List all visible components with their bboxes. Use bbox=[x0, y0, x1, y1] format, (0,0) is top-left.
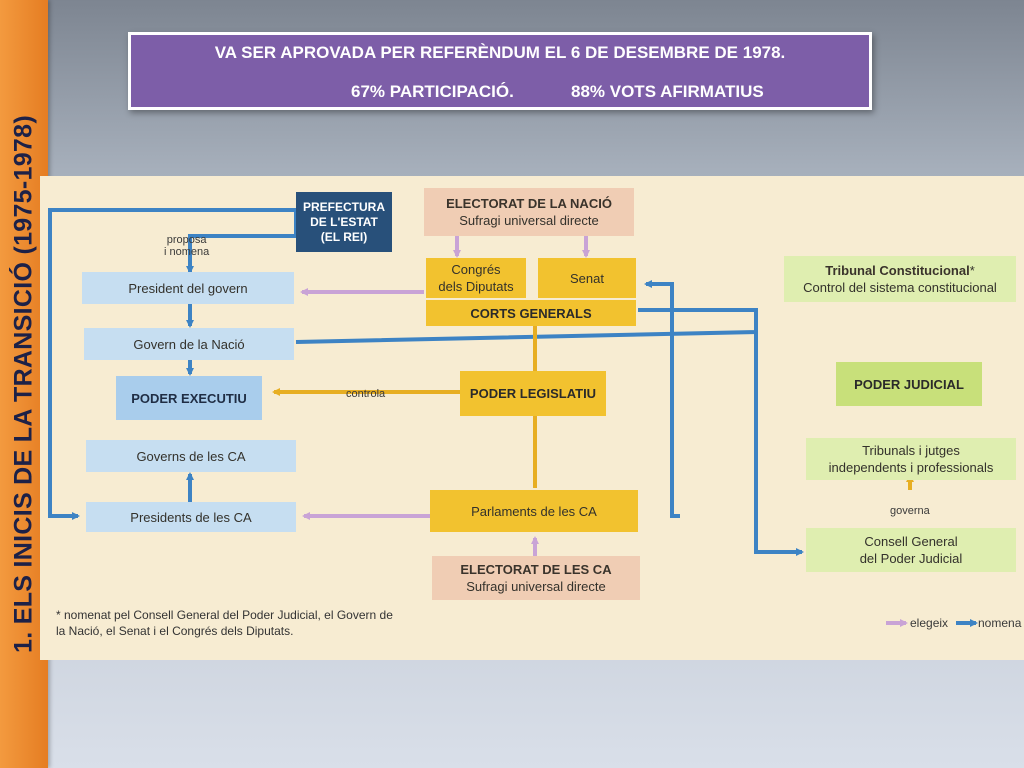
congres-box: Congrés dels Diputats bbox=[426, 258, 526, 298]
electorat-nacio-box: ELECTORAT DE LA NACIÓ Sufragi universal … bbox=[424, 188, 634, 236]
govern-nacio-box: Govern de la Nació bbox=[84, 328, 294, 360]
govern-nacio-label: Govern de la Nació bbox=[133, 336, 245, 352]
prefectura-line-3: (EL REI) bbox=[320, 229, 368, 244]
consell-line-2: del Poder Judicial bbox=[859, 551, 963, 566]
presidents-ca-box: Presidents de les CA bbox=[86, 502, 296, 532]
electorat-ca-title: ELECTORAT DE LES CA bbox=[460, 562, 612, 577]
governs-ca-label: Governs de les CA bbox=[136, 448, 246, 464]
parlaments-ca-label: Parlaments de les CA bbox=[471, 503, 597, 519]
corts-generals-label: CORTS GENERALS bbox=[470, 305, 592, 321]
poder-legislatiu-box: PODER LEGISLATIU bbox=[460, 371, 606, 416]
legend-elegeix-label: elegeix bbox=[910, 616, 949, 630]
tribunal-sub: Control del sistema constitucional bbox=[803, 280, 997, 295]
banner-votes: 88% VOTS AFIRMATIUS bbox=[571, 82, 764, 101]
prefectura-box: PREFECTURA DE L'ESTAT (EL REI) bbox=[296, 192, 392, 252]
referendum-banner: VA SER APROVADA PER REFERÈNDUM EL 6 DE D… bbox=[128, 32, 872, 110]
tribunals-line-2: independents i professionals bbox=[828, 460, 994, 475]
consell-line-1: Consell General bbox=[864, 534, 958, 549]
governs-ca-box: Governs de les CA bbox=[86, 440, 296, 472]
prefectura-line-2: DE L'ESTAT bbox=[310, 214, 378, 229]
tribunal-title: Tribunal Constitucional bbox=[825, 263, 970, 278]
slide-title: 1. ELS INICIS DE LA TRANSICIÓ (1975-1978… bbox=[9, 115, 38, 653]
tribunal-asterisk: * bbox=[969, 263, 975, 278]
poder-judicial-box: PODER JUDICIAL bbox=[836, 362, 982, 406]
poder-executiu-label: PODER EXECUTIU bbox=[131, 390, 247, 406]
congres-line-1: Congrés bbox=[451, 262, 501, 277]
legend-nomena-label: nomena bbox=[978, 616, 1022, 630]
tribunals-line-1: Tribunals i jutges bbox=[862, 443, 960, 458]
electorat-ca-box: ELECTORAT DE LES CA Sufragi universal di… bbox=[432, 556, 640, 600]
proposa-line-1: proposa bbox=[166, 234, 207, 246]
parlaments-ca-box: Parlaments de les CA bbox=[430, 490, 638, 532]
poder-legislatiu-label: PODER LEGISLATIU bbox=[469, 386, 597, 401]
proposa-line-2: i nomena bbox=[164, 246, 210, 258]
electorat-ca-sub: Sufragi universal directe bbox=[466, 579, 606, 594]
presidents-ca-label: Presidents de les CA bbox=[130, 509, 252, 525]
corts-generals-box: CORTS GENERALS bbox=[426, 300, 636, 326]
congres-line-2: dels Diputats bbox=[438, 279, 514, 294]
senat-label: Senat bbox=[570, 270, 604, 286]
poder-judicial-label: PODER JUDICIAL bbox=[854, 376, 964, 392]
electorat-nacio-title: ELECTORAT DE LA NACIÓ bbox=[446, 196, 612, 211]
electorat-nacio-sub: Sufragi universal directe bbox=[459, 213, 599, 228]
state-structure-diagram: PREFECTURA DE L'ESTAT (EL REI) proposa i… bbox=[40, 176, 1024, 660]
prefectura-line-1: PREFECTURA bbox=[302, 199, 385, 214]
tribunals-jutges-box: Tribunals i jutges independents i profes… bbox=[806, 438, 1016, 480]
connector-lines bbox=[48, 208, 978, 627]
footnote: * nomenat pel Consell General del Poder … bbox=[56, 608, 393, 638]
banner-line-1: VA SER APROVADA PER REFERÈNDUM EL 6 DE D… bbox=[214, 43, 786, 62]
banner-participation: 67% PARTICIPACIÓ. bbox=[351, 82, 514, 101]
governa-label: governa bbox=[890, 505, 930, 517]
tribunal-constitucional-box: Tribunal Constitucional* Control del sis… bbox=[784, 256, 1016, 302]
senat-box: Senat bbox=[538, 258, 636, 298]
proposa-label: proposa i nomena bbox=[164, 234, 209, 258]
controla-label: controla bbox=[346, 388, 386, 400]
president-govern-box: President del govern bbox=[82, 272, 294, 304]
consell-general-box: Consell General del Poder Judicial bbox=[806, 528, 1016, 572]
poder-executiu-box: PODER EXECUTIU bbox=[116, 376, 262, 420]
president-govern-label: President del govern bbox=[128, 280, 248, 296]
